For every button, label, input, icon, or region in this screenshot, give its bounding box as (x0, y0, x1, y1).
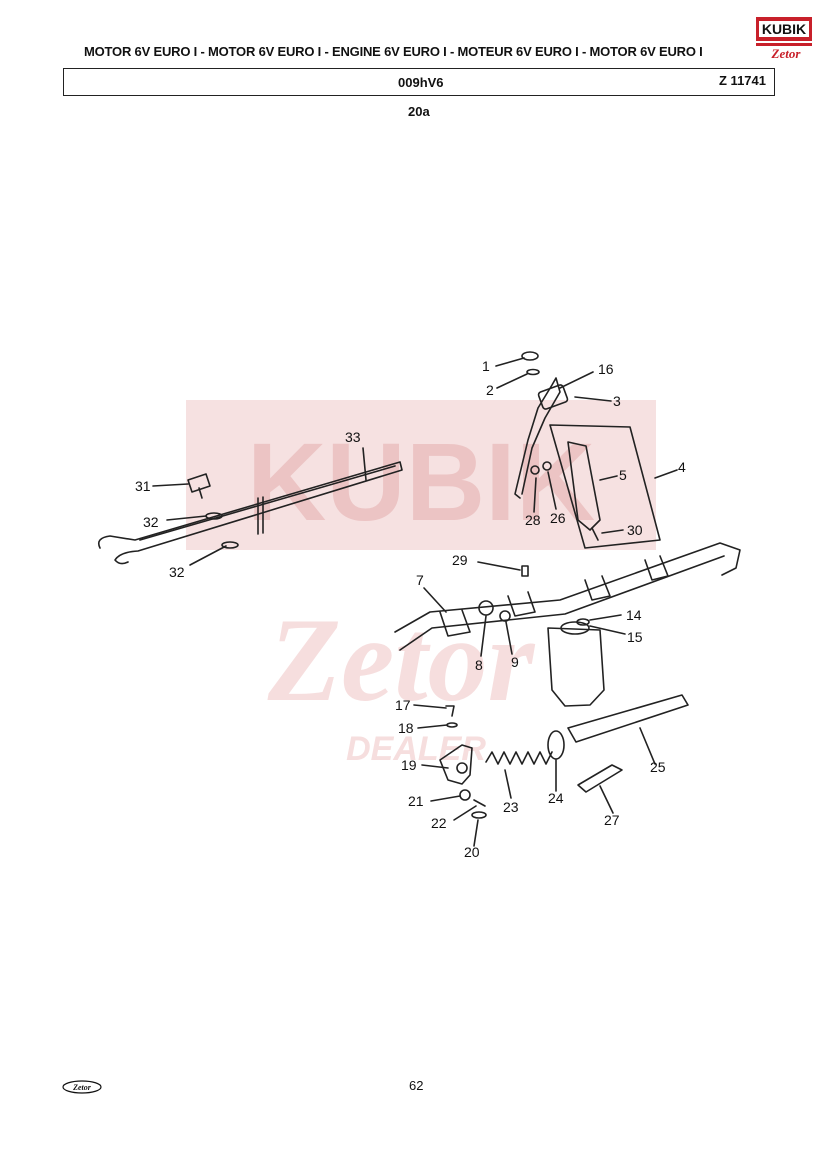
callout-32b: 32 (169, 564, 185, 580)
callout-7: 7 (416, 572, 424, 588)
callout-3: 3 (613, 393, 621, 409)
callout-25: 25 (650, 759, 666, 775)
kubik-zetor-logo: KUBIK Zetor (756, 17, 812, 61)
sheet-number: 20a (408, 104, 430, 119)
svg-text:KUBIK: KUBIK (762, 21, 806, 37)
callout-28: 28 (525, 512, 541, 528)
callout-21: 21 (408, 793, 424, 809)
zetor-footer-logo: Zetor (62, 1080, 102, 1094)
callout-15: 15 (627, 629, 643, 645)
callout-8: 8 (475, 657, 483, 673)
callout-29: 29 (452, 552, 468, 568)
callout-20: 20 (464, 844, 480, 860)
header-box (63, 68, 775, 96)
callout-26: 26 (550, 510, 566, 526)
callout-31: 31 (135, 478, 151, 494)
page-title: MOTOR 6V EURO I - MOTOR 6V EURO I - ENGI… (84, 44, 703, 59)
callout-30: 30 (627, 522, 643, 538)
callout-17: 17 (395, 697, 411, 713)
callout-18: 18 (398, 720, 414, 736)
svg-text:Zetor: Zetor (72, 1083, 92, 1092)
callout-9: 9 (511, 654, 519, 670)
svg-text:Zetor: Zetor (771, 46, 802, 61)
fuel-rail-left (97, 461, 403, 565)
callout-14: 14 (626, 607, 642, 623)
callout-16: 16 (598, 361, 614, 377)
callout-2: 2 (486, 382, 494, 398)
callout-23: 23 (503, 799, 519, 815)
callout-33: 33 (345, 429, 361, 445)
z-number: Z 11741 (719, 73, 766, 88)
callout-4: 4 (678, 459, 686, 475)
callout-1: 1 (482, 358, 490, 374)
callout-24: 24 (548, 790, 564, 806)
callout-19: 19 (401, 757, 417, 773)
drawing-code: 009hV6 (398, 75, 444, 90)
callout-32a: 32 (143, 514, 159, 530)
callout-27: 27 (604, 812, 620, 828)
callout-22: 22 (431, 815, 447, 831)
page-number: 62 (409, 1078, 424, 1093)
callout-5: 5 (619, 467, 627, 483)
